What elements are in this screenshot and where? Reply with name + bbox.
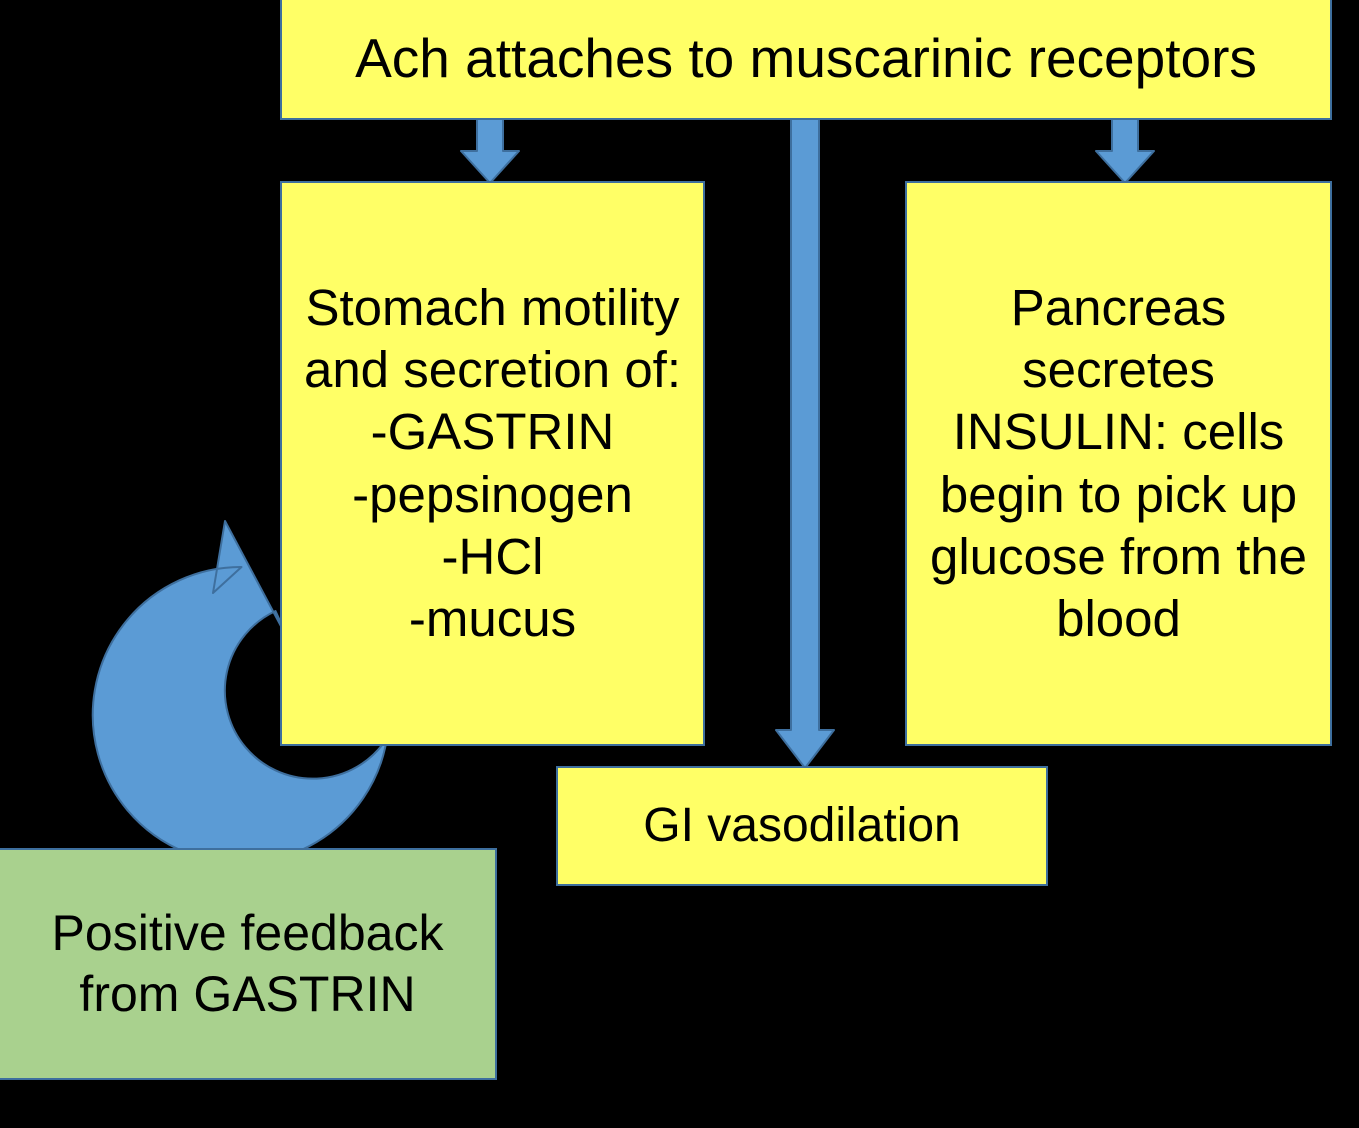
pancreas-insulin-box: Pancreas secretes INSULIN: cells begin t…: [905, 181, 1332, 746]
arrow-down-to-pancreas: [1095, 117, 1155, 184]
stomach-motility-box: Stomach motility and secretion of: -GAST…: [280, 181, 705, 746]
ach-receptor-box: Ach attaches to muscarinic receptors: [280, 0, 1332, 120]
arrow-down-to-stomach: [460, 117, 520, 184]
positive-feedback-box: Positive feedback from GASTRIN: [0, 848, 497, 1080]
gi-vasodilation-box: GI vasodilation: [556, 766, 1048, 886]
arrow-down-to-gi: [775, 117, 835, 769]
